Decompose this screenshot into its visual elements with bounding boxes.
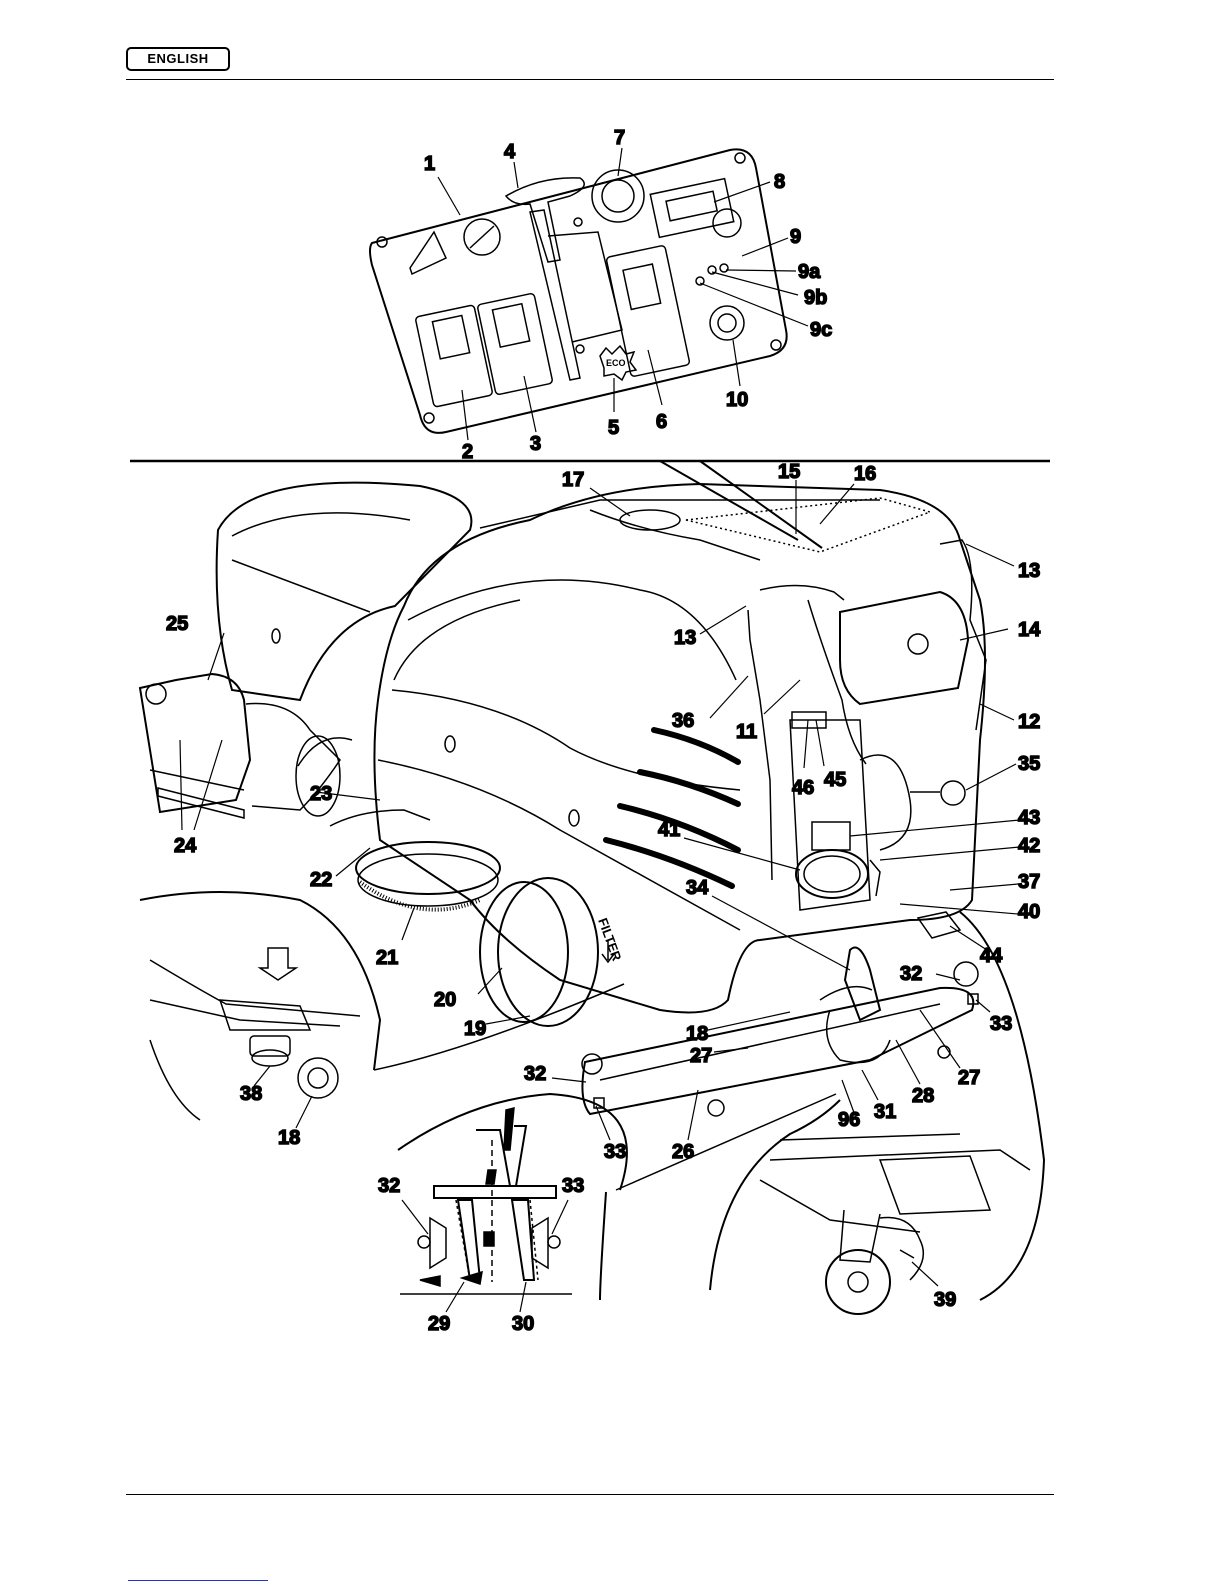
callout-1: 1	[424, 153, 435, 175]
callout-32-left: 32	[524, 1063, 546, 1085]
callout-43: 43	[1018, 807, 1040, 829]
callout-18: 18	[686, 1023, 708, 1045]
button-10	[710, 306, 744, 340]
display-8	[650, 179, 733, 238]
callout-26: 26	[672, 1141, 694, 1163]
callout-4: 4	[504, 141, 516, 163]
callout-3: 3	[530, 433, 541, 455]
callout-9a: 9a	[798, 261, 821, 283]
callout-8: 8	[774, 171, 785, 193]
callout-9c: 9c	[810, 319, 832, 341]
control-box-14	[840, 592, 968, 704]
callout-34: 34	[686, 877, 709, 899]
callout-32-detail: 32	[378, 1175, 400, 1197]
callout-13-left: 13	[674, 627, 696, 649]
detail-left	[140, 892, 624, 1128]
callout-37: 37	[1018, 871, 1040, 893]
callout-9b: 9b	[804, 287, 827, 309]
callout-6: 6	[656, 411, 667, 433]
callout-31: 31	[874, 1101, 896, 1123]
callout-24: 24	[174, 835, 197, 857]
callout-33-detail: 33	[562, 1175, 584, 1197]
callout-23: 23	[310, 783, 332, 805]
callout-35: 35	[1018, 753, 1040, 775]
callout-41: 41	[658, 819, 680, 841]
callout-27-right: 27	[958, 1067, 980, 1089]
scrubber-machine: FILTER	[140, 480, 1020, 1140]
callout-40: 40	[1018, 901, 1040, 923]
callout-44: 44	[980, 945, 1003, 967]
callout-2: 2	[462, 441, 473, 463]
callout-11: 11	[736, 721, 757, 743]
callout-20: 20	[434, 989, 456, 1011]
callout-5: 5	[608, 417, 619, 439]
callout-45: 45	[824, 769, 846, 791]
callout-14: 14	[1018, 619, 1041, 641]
callout-18-detail: 18	[278, 1127, 300, 1149]
callout-46: 46	[792, 777, 814, 799]
callout-32-right: 32	[900, 963, 922, 985]
drive-wheel	[480, 882, 568, 1022]
callout-9: 9	[790, 226, 801, 248]
callout-13-right: 13	[1018, 560, 1040, 582]
callout-27-left: 27	[690, 1045, 712, 1067]
callout-12: 12	[1018, 711, 1040, 733]
callout-33-left: 33	[604, 1141, 626, 1163]
eco-label: ECO	[606, 358, 626, 368]
callout-42: 42	[1018, 835, 1040, 857]
knob-7	[592, 170, 644, 222]
callout-39: 39	[934, 1289, 956, 1311]
callout-25: 25	[166, 613, 188, 635]
callout-19: 19	[464, 1018, 486, 1040]
callout-36: 36	[672, 710, 694, 732]
callout-30: 30	[512, 1313, 534, 1335]
callout-28: 28	[912, 1085, 934, 1107]
callout-15: 15	[778, 461, 800, 483]
callout-29: 29	[428, 1313, 450, 1335]
callout-33-right: 33	[990, 1013, 1012, 1035]
callout-16: 16	[854, 463, 876, 485]
callout-96: 96	[838, 1109, 860, 1131]
callout-7: 7	[614, 127, 625, 149]
callout-22: 22	[310, 869, 332, 891]
detail-center	[398, 1094, 836, 1312]
callout-21: 21	[376, 947, 398, 969]
callout-38: 38	[240, 1083, 262, 1105]
callout-17: 17	[562, 469, 584, 491]
filter-label: FILTER	[595, 916, 625, 964]
callout-10: 10	[726, 389, 748, 411]
